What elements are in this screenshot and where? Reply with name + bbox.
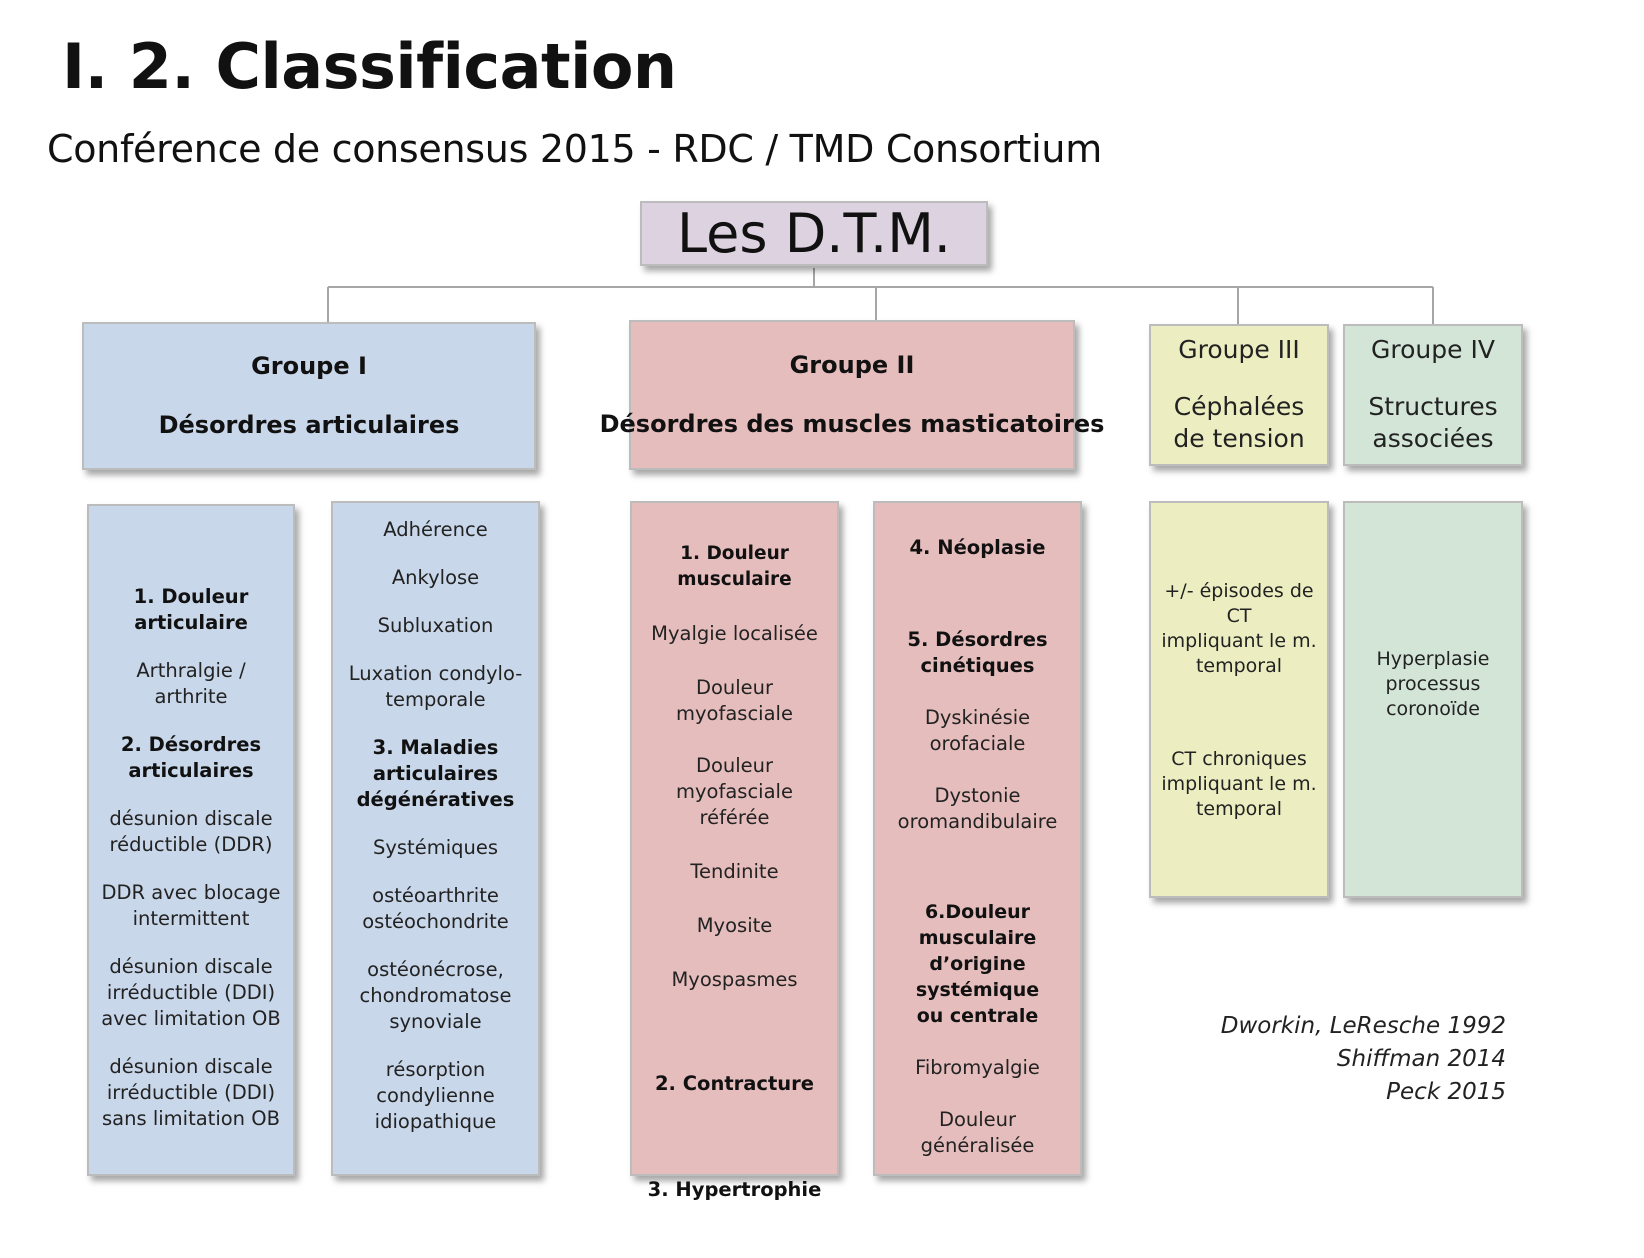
list-item: CT chroniques impliquant le m. temporal bbox=[1161, 748, 1317, 820]
group-4-desc: Structures associées bbox=[1368, 391, 1498, 454]
list-item: 4. Néoplasie bbox=[909, 536, 1046, 559]
list-item: ostéoarthrite ostéochondrite bbox=[362, 884, 509, 933]
group-3-title: Groupe III bbox=[1178, 334, 1300, 364]
list-item: Douleur myofasciale référée bbox=[676, 754, 793, 829]
list-item: résorption condylienne idiopathique bbox=[374, 1058, 497, 1133]
group-4-header: Groupe IV Structures associées bbox=[1343, 324, 1523, 466]
page-subtitle: Conférence de consensus 2015 - RDC / TMD… bbox=[47, 127, 1102, 171]
group-4-column: Hyperplasie processus coronoïde bbox=[1343, 501, 1523, 898]
reference-line: Shiffman 2014 bbox=[1336, 1046, 1506, 1072]
list-item: désunion discale réductible (DDR) bbox=[109, 807, 273, 856]
list-item: 6.Douleur musculaire d’origine systémiqu… bbox=[915, 901, 1040, 1027]
list-item: Fibromyalgie bbox=[915, 1056, 1040, 1079]
list-item: Subluxation bbox=[377, 614, 494, 637]
group-3-header: Groupe III Céphalées de tension bbox=[1149, 324, 1329, 466]
group-1-header: Groupe I Désordres articulaires bbox=[82, 322, 536, 470]
group-1-desc: Désordres articulaires bbox=[158, 411, 460, 439]
list-item: Luxation condylo- temporale bbox=[348, 662, 523, 711]
list-item: ostéonécrose, chondromatose synoviale bbox=[359, 958, 512, 1033]
list-item: Adhérence bbox=[383, 518, 488, 541]
list-item: +/- épisodes de CT impliquant le m. temp… bbox=[1161, 580, 1317, 677]
group-2-column-b: 4. Néoplasie 5. Désordres cinétiques Dys… bbox=[873, 501, 1082, 1176]
group-2-header: Groupe II Désordres des muscles masticat… bbox=[600, 320, 1104, 470]
list-item: 3. Hypertrophie bbox=[647, 1178, 822, 1201]
list-item: Hyperplasie processus coronoïde bbox=[1376, 648, 1490, 720]
reference-line: Dworkin, LeResche 1992 bbox=[1220, 1013, 1506, 1039]
list-item: Myalgie localisée bbox=[651, 622, 818, 645]
list-item: 2. Contracture bbox=[654, 1072, 815, 1095]
list-item: 1. Douleur musculaire bbox=[677, 543, 792, 590]
references: Dworkin, LeResche 1992 Shiffman 2014 Pec… bbox=[1150, 1010, 1506, 1109]
list-item: désunion discale irréductible (DDI) sans… bbox=[102, 1055, 280, 1130]
list-item: Tendinite bbox=[690, 860, 779, 883]
list-item: 5. Désordres cinétiques bbox=[907, 628, 1048, 677]
group-2-title: Groupe II bbox=[789, 351, 915, 380]
list-item: Myospasmes bbox=[671, 968, 798, 991]
group-4-title: Groupe IV bbox=[1371, 334, 1495, 364]
group-2-column-a: 1. Douleur musculaire Myalgie localisée … bbox=[630, 501, 839, 1201]
list-item: Systémiques bbox=[372, 836, 499, 859]
group-2-desc: Désordres des muscles masticatoires bbox=[599, 410, 1105, 438]
list-item: désunion discale irréductible (DDI) avec… bbox=[101, 955, 281, 1030]
list-item: Douleur généralisée bbox=[920, 1108, 1035, 1157]
group-3-desc: Céphalées de tension bbox=[1173, 391, 1305, 454]
list-item: Myosite bbox=[696, 914, 773, 937]
page-title: I. 2. Classification bbox=[62, 30, 677, 103]
group-1-title: Groupe I bbox=[251, 352, 367, 381]
list-item: 2. Désordres articulaires bbox=[120, 733, 262, 782]
root-node: Les D.T.M. bbox=[640, 201, 988, 266]
list-item: DDR avec blocage intermittent bbox=[101, 881, 281, 930]
group-3-column: +/- épisodes de CT impliquant le m. temp… bbox=[1149, 501, 1329, 898]
reference-line: Peck 2015 bbox=[1386, 1079, 1506, 1105]
list-item: Douleur myofasciale bbox=[676, 676, 793, 725]
list-item: Ankylose bbox=[391, 566, 480, 589]
list-item: Arthralgie / arthrite bbox=[136, 659, 246, 708]
list-item: Dyskinésie orofaciale bbox=[924, 706, 1031, 755]
list-item: 3. Maladies articulaires dégénératives bbox=[356, 736, 515, 811]
list-item: Dystonie oromandibulaire bbox=[897, 784, 1058, 833]
list-item: 1. Douleur articulaire bbox=[133, 585, 249, 634]
root-label: Les D.T.M. bbox=[677, 201, 951, 265]
group-1-column-a: 1. Douleur articulaire Arthralgie / arth… bbox=[87, 504, 295, 1176]
group-1-column-b: Adhérence Ankylose Subluxation Luxation … bbox=[331, 501, 540, 1176]
